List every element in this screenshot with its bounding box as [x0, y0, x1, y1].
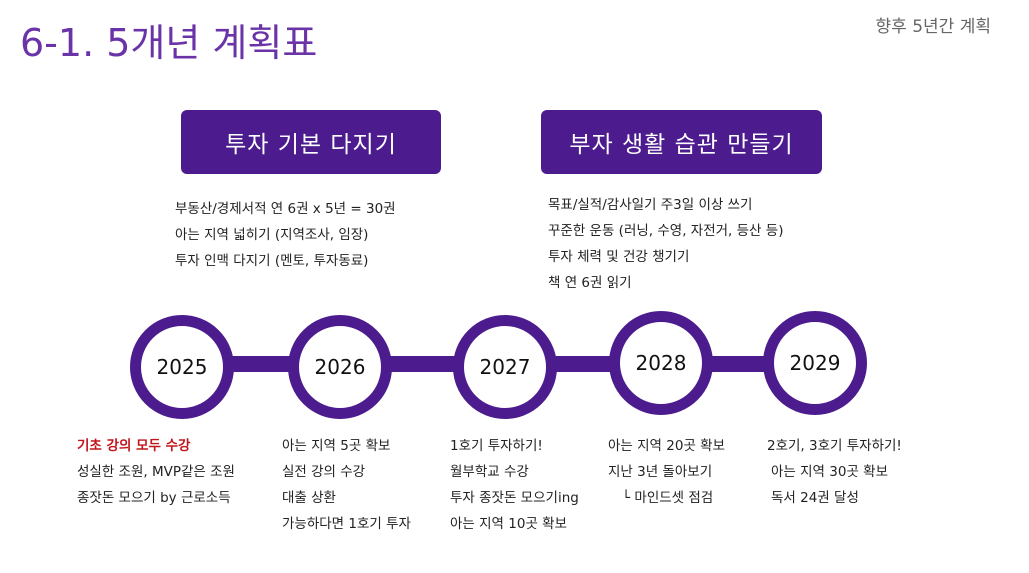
goal-box-investment-basics: 투자 기본 다지기 [181, 110, 441, 174]
list-item: 2호기, 3호기 투자하기! [767, 438, 902, 454]
list-item: 꾸준한 운동 (러닝, 수영, 자전거, 등산 등) [548, 223, 784, 239]
goal-list-investment-basics: 부동산/경제서적 연 6권 x 5년 = 30권 아는 지역 넓히기 (지역조사… [175, 196, 396, 274]
list-item: 책 연 6권 읽기 [548, 275, 632, 291]
list-item: 부동산/경제서적 연 6권 x 5년 = 30권 [175, 201, 396, 217]
year-circle-2025: 2025 [130, 315, 234, 419]
year-circle-2026: 2026 [288, 315, 392, 419]
list-item: 아는 지역 5곳 확보 [282, 438, 391, 454]
list-item: 지난 3년 돌아보기 [608, 464, 713, 480]
list-item: └ 마인드셋 점검 [622, 490, 714, 506]
year-list-2028: 아는 지역 20곳 확보 지난 3년 돌아보기 └ 마인드셋 점검 [608, 433, 725, 511]
list-item: 대출 상환 [282, 490, 336, 506]
list-item: 독서 24권 달성 [771, 490, 859, 506]
year-circle-2027: 2027 [453, 315, 557, 419]
list-item: 투자 체력 및 건강 챙기기 [548, 249, 690, 265]
list-item: 종잣돈 모으기 by 근로소득 [77, 490, 231, 506]
list-item: 아는 지역 30곳 확보 [771, 464, 888, 480]
list-item: 아는 지역 20곳 확보 [608, 438, 725, 454]
year-circle-2028: 2028 [609, 311, 713, 415]
goal-box-rich-habits: 부자 생활 습관 만들기 [541, 110, 822, 174]
list-item: 아는 지역 10곳 확보 [450, 516, 567, 532]
list-item: 투자 종잣돈 모으기ing [450, 490, 579, 506]
goal-list-rich-habits: 목표/실적/감사일기 주3일 이상 쓰기 꾸준한 운동 (러닝, 수영, 자전거… [548, 192, 783, 296]
list-item-highlight: 기초 강의 모두 수강 [77, 438, 191, 454]
page-subtitle: 향후 5년간 계획 [875, 17, 991, 37]
year-list-2029: 2호기, 3호기 투자하기! 아는 지역 30곳 확보 독서 24권 달성 [767, 433, 902, 511]
list-item: 성실한 조원, MVP같은 조원 [77, 464, 235, 480]
list-item: 가능하다면 1호기 투자 [282, 516, 411, 532]
year-circle-2029: 2029 [763, 311, 867, 415]
list-item: 월부학교 수강 [450, 464, 529, 480]
list-item: 목표/실적/감사일기 주3일 이상 쓰기 [548, 197, 753, 213]
page-title: 6-1. 5개년 계획표 [20, 21, 318, 65]
year-list-2025: 기초 강의 모두 수강 성실한 조원, MVP같은 조원 종잣돈 모으기 by … [77, 433, 235, 511]
year-list-2026: 아는 지역 5곳 확보 실전 강의 수강 대출 상환 가능하다면 1호기 투자 [282, 433, 411, 537]
list-item: 아는 지역 넓히기 (지역조사, 임장) [175, 227, 369, 243]
year-list-2027: 1호기 투자하기! 월부학교 수강 투자 종잣돈 모으기ing 아는 지역 10… [450, 433, 579, 537]
list-item: 투자 인맥 다지기 (멘토, 투자동료) [175, 253, 369, 269]
list-item: 실전 강의 수강 [282, 464, 366, 480]
list-item: 1호기 투자하기! [450, 438, 543, 454]
